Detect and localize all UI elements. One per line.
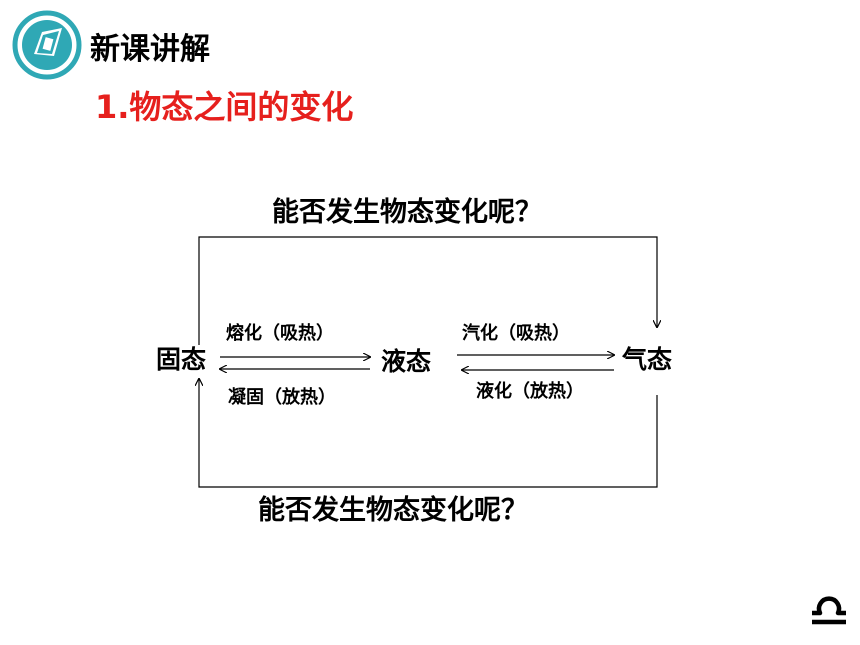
compass-logo-icon: [12, 10, 82, 80]
process-condensation-label: 液化（放热）: [476, 381, 584, 402]
state-liquid: 液态: [381, 347, 432, 376]
state-solid: 固态: [156, 345, 207, 374]
process-melting-label: 熔化（吸热）: [226, 323, 334, 344]
question-bottom: 能否发生物态变化呢？: [258, 495, 528, 526]
process-freezing-label: 凝固（放热）: [228, 387, 336, 408]
question-top: 能否发生物态变化呢？: [272, 197, 542, 228]
section-title: 新课讲解: [90, 32, 210, 67]
libra-symbol-icon: [812, 596, 846, 625]
process-vaporization-label: 汽化（吸热）: [462, 323, 570, 344]
state-gas: 气态: [622, 345, 673, 374]
topic-title: 1.物态之间的变化: [95, 88, 354, 126]
